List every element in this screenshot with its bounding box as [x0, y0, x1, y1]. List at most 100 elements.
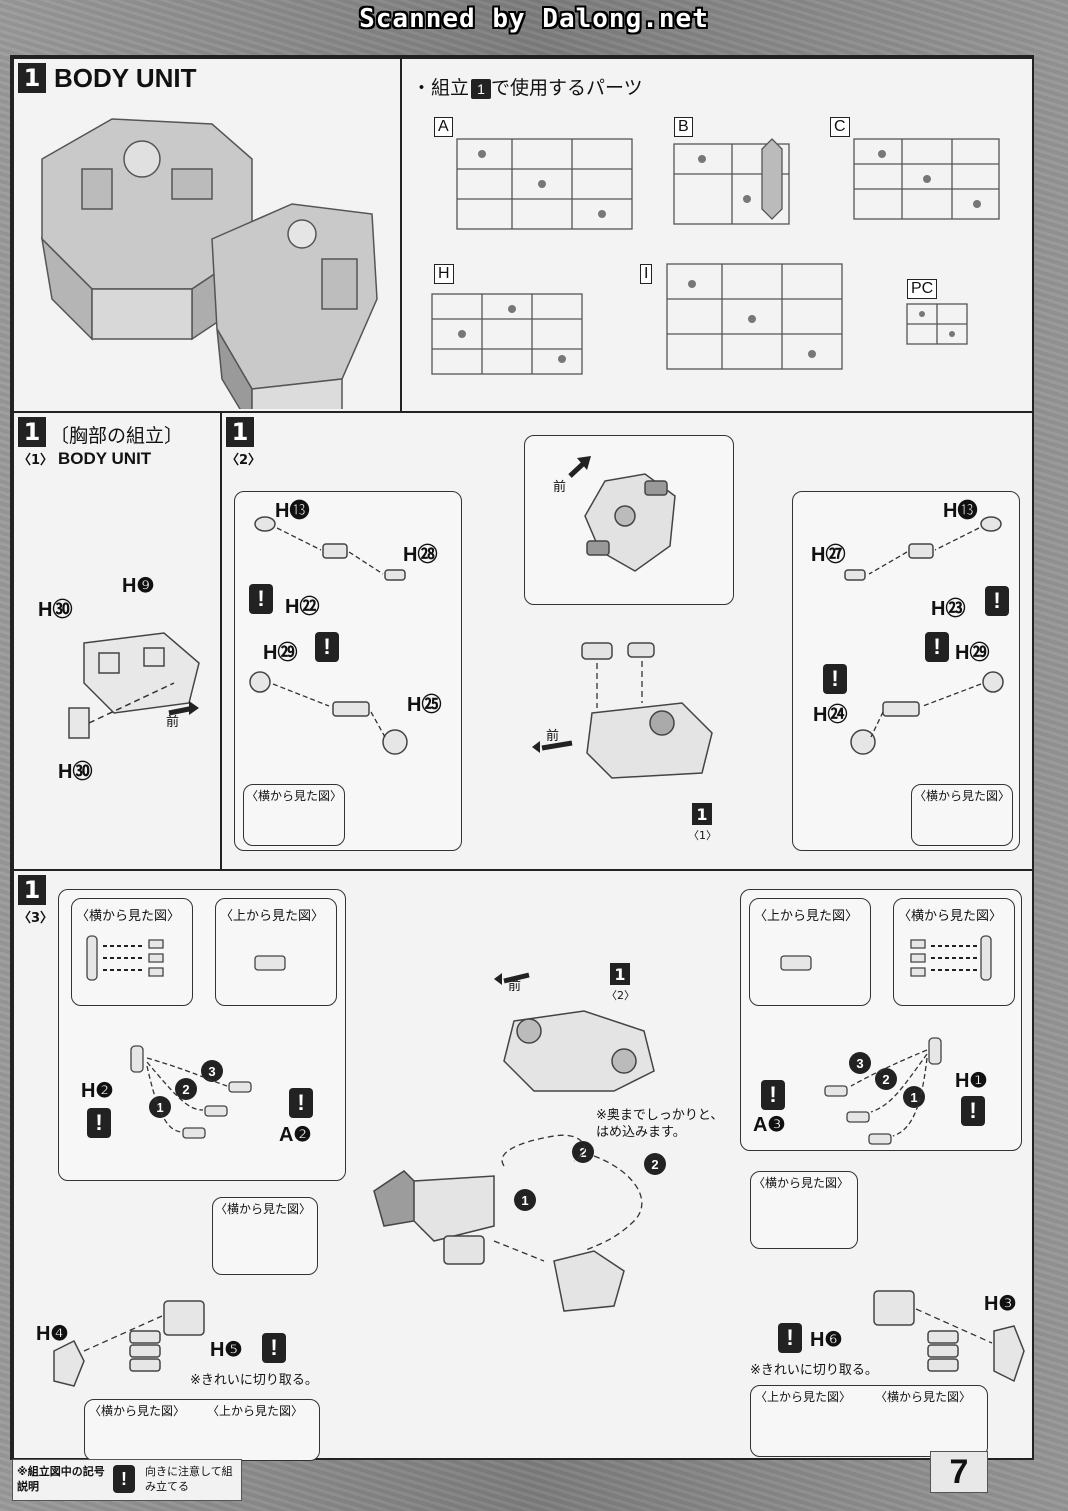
step-1-1-panel: 1 〈1〉 〔胸部の組立〕 BODY UNIT H㉚ H❾ H㉚ 前: [12, 411, 222, 871]
top-view-caption: 〈上から見た図〉: [220, 909, 325, 924]
top-view-box: 前: [524, 435, 734, 605]
step-1-3-number: 1: [18, 875, 46, 905]
right-label-h27: H㉗: [811, 544, 846, 566]
header-panel: 1 BODY UNIT: [12, 57, 402, 413]
side-view-caption: 〈横から見た図〉: [753, 1176, 850, 1190]
label-h30-b: H㉚: [58, 761, 93, 783]
step-1-2-number: 1: [226, 417, 254, 447]
note-cut-right: ※きれいに切り取る。: [750, 1363, 878, 1378]
symbol-legend: ※組立図中の記号説明 ! 向きに注意して組み立てる: [12, 1459, 242, 1501]
warning-icon: !: [87, 1108, 111, 1138]
pins-illustration: [86, 935, 286, 1139]
side-top-view-box: 〈横から見た図〉 〈上から見た図〉: [84, 1399, 320, 1461]
right-joint-illustration: [844, 516, 1004, 755]
chest-frame-illustration: [68, 632, 200, 739]
order-marker-1: 1: [903, 1086, 925, 1108]
ref-step-sub: 〈1〉: [688, 829, 717, 842]
label-h3: H❸: [984, 1293, 1017, 1315]
label-h4: H❹: [36, 1323, 69, 1345]
right-label-h13: H⓭: [943, 500, 978, 522]
runner-sprues: [431, 138, 1000, 375]
side-view-box: 〈横から見た図〉: [212, 1197, 318, 1275]
warning-icon: !: [985, 586, 1009, 616]
center-assembly-illustration: [373, 972, 655, 1312]
top-side-view-box: 〈上から見た図〉 〈横から見た図〉: [750, 1385, 988, 1457]
ref-step-number: 1: [610, 963, 630, 985]
front-label: 前: [508, 979, 522, 994]
step-1-1-title-jp: 〔胸部の組立〕: [50, 426, 184, 447]
warning-icon: !: [761, 1080, 785, 1110]
note-cut-left: ※きれいに切り取る。: [190, 1373, 318, 1388]
label-h1: H❶: [955, 1070, 988, 1092]
body-unit-render: [40, 118, 378, 409]
warning-icon: !: [925, 632, 949, 662]
warning-icon: !: [778, 1323, 802, 1353]
parts-heading-pre: ・組立: [412, 78, 470, 99]
label-h30-a: H㉚: [38, 599, 73, 621]
side-view-caption: 〈横から見た図〉: [898, 909, 1003, 924]
runner-label-i: I: [640, 264, 653, 284]
step-1-3-panel: 1 〈3〉 〈横から見た図〉 〈上から見た図〉 H❷ ! ! A❷ 1 2 3: [12, 869, 1034, 1461]
top-view-caption: 〈上から見た図〉: [755, 1390, 852, 1404]
label-h5: H❺: [210, 1339, 243, 1361]
side-view-caption: 〈横から見た図〉: [215, 1202, 312, 1216]
top-view-box: 〈上から見た図〉: [215, 898, 337, 1006]
order-marker-2: 2: [175, 1078, 197, 1100]
order-marker-3: 3: [201, 1060, 223, 1082]
step-1-2-panel: 1 〈2〉 H⓭ H㉘ ! H㉒ H㉙ ! H㉕ 〈横から見た図〉: [220, 411, 1034, 871]
side-view-caption: 〈横から見た図〉: [76, 909, 181, 924]
left-label-h29: H㉙: [263, 642, 298, 664]
warning-icon: !: [262, 1333, 286, 1363]
ref-step-number: 1: [692, 803, 712, 825]
label-h6: H❻: [810, 1329, 843, 1351]
right-label-h29: H㉙: [955, 642, 990, 664]
right-label-h23: H㉓: [931, 598, 966, 620]
runner-label-h: H: [434, 264, 454, 284]
left-arm-box: 〈横から見た図〉 〈上から見た図〉 H❷ ! ! A❷ 1 2 3: [58, 889, 346, 1181]
warning-icon: !: [289, 1088, 313, 1118]
label-h9: H❾: [122, 575, 155, 597]
left-label-h25: H㉕: [407, 694, 442, 716]
runner-label-a: A: [434, 117, 453, 137]
warning-icon: !: [961, 1096, 985, 1126]
watermark-banner: Scanned by Dalong.net: [359, 4, 709, 34]
side-view-caption: 〈横から見た図〉: [875, 1390, 972, 1404]
left-joint-illustration: [249, 516, 408, 755]
label-a2: A❷: [279, 1124, 312, 1146]
left-label-h13: H⓭: [275, 500, 310, 522]
top-view-caption: 〈上から見た図〉: [207, 1404, 304, 1418]
step-1-2-sub: 〈2〉: [226, 453, 262, 468]
side-view-box: 〈横から見た図〉: [750, 1171, 858, 1249]
right-joint-box: H⓭ H㉗ H㉓ ! ! H㉙ ! H㉔ 〈横から見た図〉: [792, 491, 1020, 851]
front-label: 前: [166, 715, 180, 730]
side-view-caption: 〈横から見た図〉: [89, 1404, 186, 1418]
pins-illustration: [780, 935, 992, 1145]
warning-icon: !: [315, 632, 339, 662]
step-1-1-number: 1: [18, 417, 46, 447]
side-view-caption: 〈横から見た図〉: [246, 789, 343, 803]
parts-heading-num: 1: [471, 78, 492, 99]
top-view-caption: 〈上から見た図〉: [754, 909, 859, 924]
side-view-caption: 〈横から見た図〉: [914, 789, 1011, 803]
step-number-badge: 1: [18, 63, 46, 93]
chest-assembly-illustration: [532, 642, 713, 779]
warning-icon: !: [823, 664, 847, 694]
side-view-box: 〈横から見た図〉: [893, 898, 1015, 1006]
note-push-in: ※奥までしっかりと、はめ込みます。: [596, 1108, 724, 1140]
front-label: 前: [546, 729, 560, 744]
runner-label-b: B: [674, 117, 693, 137]
left-label-h22: H㉒: [285, 596, 320, 618]
order-marker-1: 1: [514, 1189, 536, 1211]
page-number: 7: [930, 1451, 988, 1493]
step-1-1-sub: 〈1〉: [18, 453, 54, 468]
step-1-1-title-en: BODY UNIT: [58, 449, 152, 468]
front-label: 前: [553, 480, 567, 495]
right-arm-box: 〈上から見た図〉 〈横から見た図〉 ! A❸ H❶ ! 3 2 1: [740, 889, 1022, 1151]
runner-label-pc: PC: [907, 279, 938, 299]
parts-heading-post: で使用するパーツ: [491, 78, 643, 99]
page-title: BODY UNIT: [54, 63, 197, 93]
order-marker-2: 2: [875, 1068, 897, 1090]
